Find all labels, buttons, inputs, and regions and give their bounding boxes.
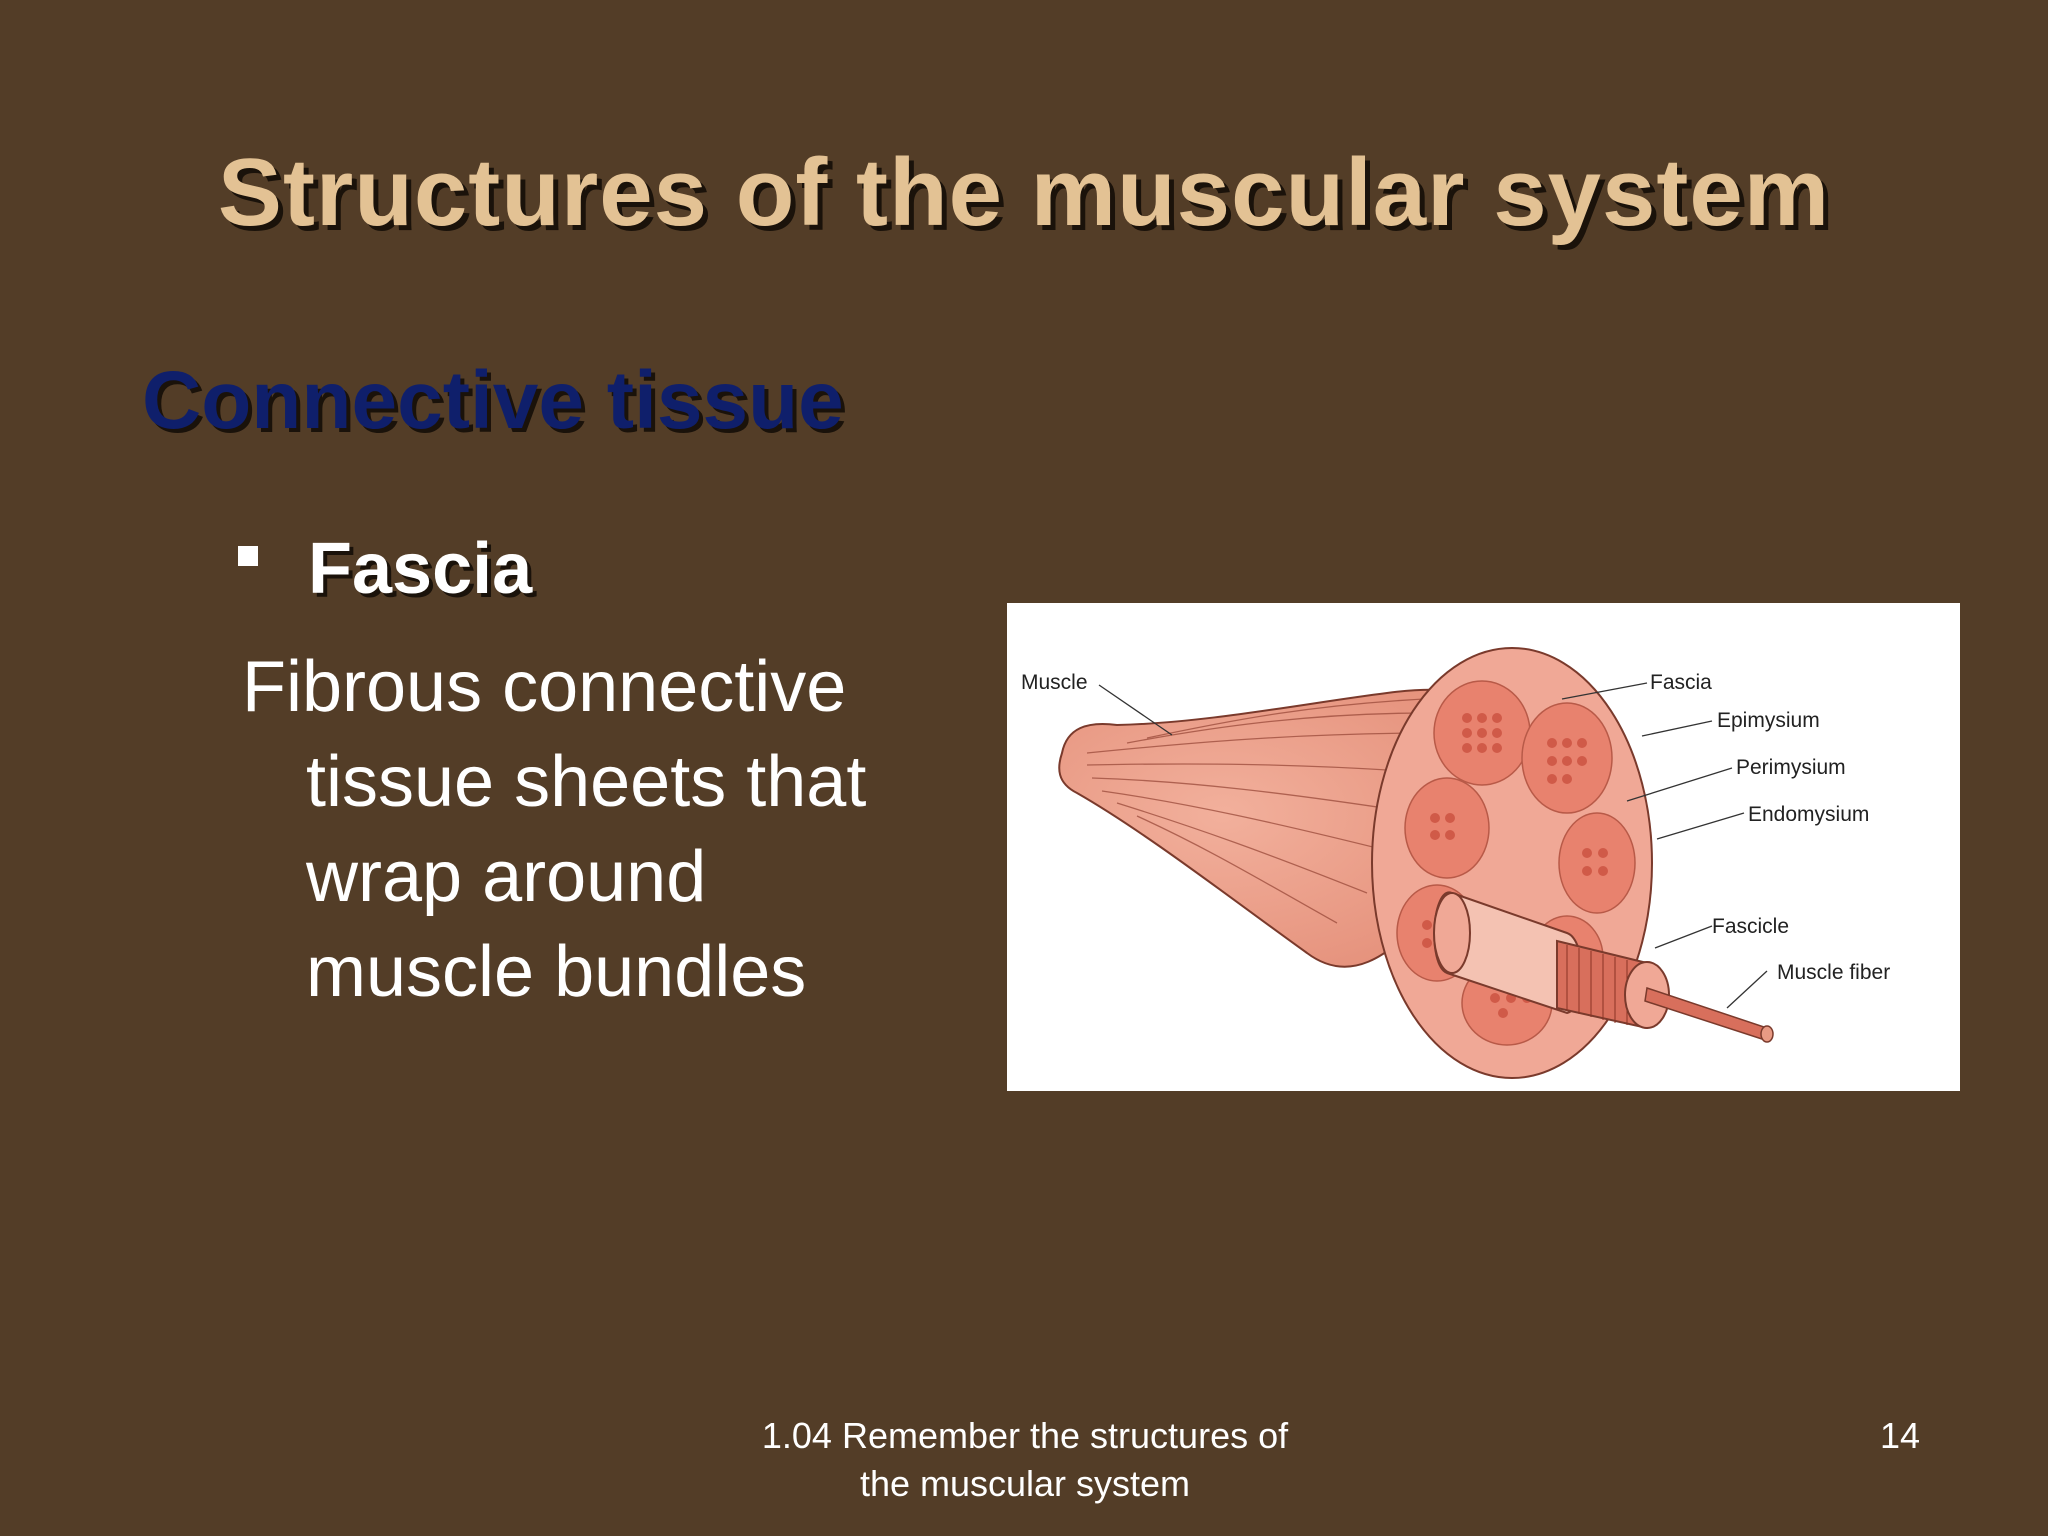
muscle-anatomy-figure: Muscle Fascia Epimysium Perimysium Endom… xyxy=(1007,603,1960,1091)
definition-line: wrap around xyxy=(306,837,707,917)
section-heading: Connective tissue xyxy=(142,355,844,446)
definition-line: Fibrous connective xyxy=(242,647,847,727)
slide-title: Structures of the muscular system xyxy=(217,139,1831,246)
label-perimysium: Perimysium xyxy=(1736,756,1846,779)
label-endomysium: Endomysium xyxy=(1748,803,1869,826)
footer-line: the muscular system xyxy=(859,1463,1191,1504)
slide-footer: 1.04 Remember the structures of the musc… xyxy=(700,1412,1350,1508)
fiber-striations xyxy=(1566,945,1640,1027)
bullet-label: Fascia xyxy=(308,529,533,609)
footer-line: 1.04 Remember the structures of xyxy=(761,1415,1289,1456)
definition-line: tissue sheets that xyxy=(306,742,867,822)
page-number: 14 xyxy=(1880,1415,1921,1456)
square-bullet-icon xyxy=(238,546,258,566)
label-epimysium: Epimysium xyxy=(1717,709,1820,732)
definition-line: muscle bundles xyxy=(306,932,807,1012)
muscle-striations xyxy=(1086,697,1448,924)
label-muscle-fiber: Muscle fiber xyxy=(1777,961,1890,984)
definition-text: Fibrous connective tissue sheets that wr… xyxy=(242,640,962,1020)
label-fascicle: Fascicle xyxy=(1712,915,1789,938)
leader-lines xyxy=(1098,682,1768,1009)
label-fascia: Fascia xyxy=(1650,671,1712,694)
label-muscle: Muscle xyxy=(1021,671,1088,694)
muscle-anatomy-illustration: Muscle Fascia Epimysium Perimysium Endom… xyxy=(1021,647,1890,1079)
